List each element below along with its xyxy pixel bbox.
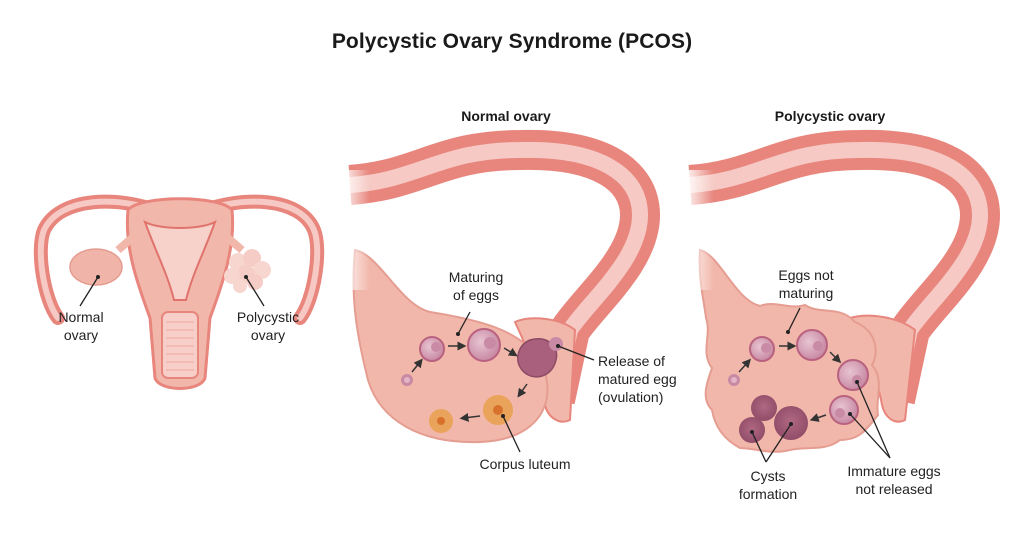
label-line: Maturing bbox=[448, 269, 504, 285]
label-line: Cysts bbox=[750, 468, 786, 484]
label-line: formation bbox=[738, 486, 798, 502]
label-line: Eggs not bbox=[778, 267, 834, 283]
normal-ovary-heading: Normal ovary bbox=[461, 108, 551, 124]
polycystic-ovary-shape bbox=[224, 249, 271, 293]
polycystic-ovary-diagram bbox=[684, 129, 1001, 463]
label-line: maturing bbox=[778, 285, 834, 301]
label-corpus-luteum: Corpus luteum bbox=[479, 456, 571, 472]
label-line: Polycystic bbox=[236, 309, 300, 325]
label-line: not released bbox=[855, 481, 933, 497]
label-line: of eggs bbox=[453, 287, 499, 303]
label-release-of-egg: Release of matured egg (ovulation) bbox=[598, 352, 708, 406]
label-line: ovary bbox=[63, 327, 99, 343]
normal-ovary-diagram bbox=[340, 129, 661, 453]
label-polycystic-ovary: Polycystic ovary bbox=[226, 308, 310, 344]
label-line: (ovulation) bbox=[598, 389, 664, 405]
label-line: Normal bbox=[58, 309, 104, 325]
label-line: matured egg bbox=[598, 371, 677, 387]
normal-ovary-shape bbox=[69, 248, 123, 286]
polycystic-ovary-heading: Polycystic ovary bbox=[774, 108, 886, 124]
uterus-diagram bbox=[33, 194, 325, 390]
label-cysts-formation: Cysts formation bbox=[728, 467, 808, 503]
label-maturing-of-eggs: Maturing of eggs bbox=[436, 268, 516, 304]
label-immature-eggs: Immature eggs not released bbox=[834, 462, 954, 498]
label-line: Release of bbox=[598, 353, 665, 369]
label-line: Immature eggs bbox=[847, 463, 941, 479]
corpus-luteum-shape bbox=[429, 395, 513, 433]
label-line: ovary bbox=[250, 327, 286, 343]
diagram-title: Polycystic Ovary Syndrome (PCOS) bbox=[331, 30, 693, 53]
label-normal-ovary: Normal ovary bbox=[46, 308, 116, 344]
label-eggs-not-maturing: Eggs not maturing bbox=[766, 266, 846, 302]
